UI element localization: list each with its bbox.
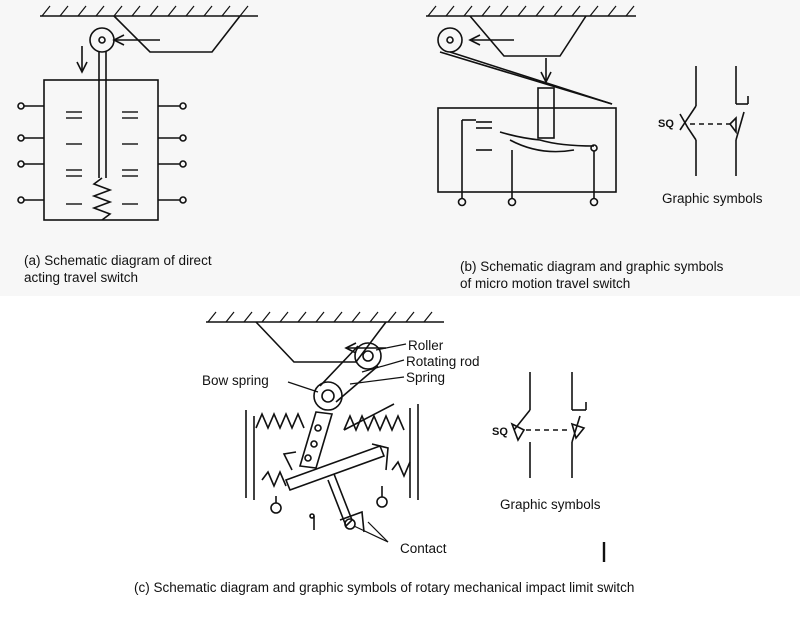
down-arrowhead [76, 61, 88, 74]
side-spring-left [261, 469, 287, 489]
side-spring-right [391, 460, 411, 479]
panel-b-symbol-caption: Graphic symbols [662, 191, 763, 206]
ceiling-hatch [41, 5, 249, 17]
blade-curve [509, 139, 575, 153]
roller-axle [98, 36, 106, 44]
contact-crossbar [284, 444, 386, 492]
rotating-rod [319, 345, 359, 387]
return-spring [91, 177, 113, 221]
roller [437, 27, 463, 53]
panel-a-caption-line2: acting travel switch [24, 270, 139, 285]
contact-pointer [353, 525, 389, 543]
cam [255, 321, 387, 363]
bow-spring-right [343, 413, 405, 433]
panel-b-mechanism [426, 5, 636, 207]
terminals-right [158, 102, 187, 204]
roller [89, 27, 115, 53]
roller-pointer [375, 343, 407, 351]
bow-spring-pointer [287, 381, 319, 393]
fixed-contact-left [270, 502, 282, 514]
moving-spring-blade [499, 131, 595, 147]
terminal [507, 197, 517, 207]
central-link [298, 411, 334, 469]
cam-arrowhead [468, 34, 481, 46]
terminal [589, 197, 599, 207]
switch-housing [43, 79, 159, 221]
bow-spring-roller [313, 381, 343, 411]
nc-blade [679, 105, 697, 131]
panel-c-symbol-code: SQ [492, 426, 508, 438]
contact-leg [327, 473, 353, 528]
panel-c-symbol-caption: Graphic symbols [500, 497, 601, 512]
cam [113, 15, 241, 53]
spring-pointer [349, 376, 405, 385]
panel-a-mechanism [17, 5, 258, 221]
roller-label: Roller [408, 338, 444, 353]
panel-c-mechanism [206, 311, 444, 543]
roller [354, 342, 382, 370]
panel-c-graphic-symbol [510, 372, 587, 478]
plunger [537, 87, 555, 139]
panel-b-graphic-symbol [679, 66, 749, 176]
rotating-rod-label: Rotating rod [406, 354, 480, 369]
spring-label: Spring [406, 370, 446, 385]
contact-label: Contact [400, 541, 447, 556]
ceiling-hatch [207, 311, 433, 323]
down-arrowhead [540, 71, 552, 84]
panel-b-symbol-code: SQ [658, 118, 674, 130]
cam [469, 15, 587, 57]
panel-a-caption-line1: (a) Schematic diagram of direct [24, 253, 212, 268]
panel-c-caption: (c) Schematic diagram and graphic symbol… [134, 580, 635, 595]
rotating-rod-pointer [361, 359, 405, 373]
contact-pairs [66, 111, 138, 205]
panel-b-caption-line1: (b) Schematic diagram and graphic symbol… [460, 259, 724, 274]
ceiling-hatch [427, 5, 635, 17]
no-blade [735, 111, 745, 141]
terminals-left [17, 102, 44, 204]
terminal [457, 197, 467, 207]
actuating-lever-edge [449, 51, 613, 105]
top-panel-background [0, 0, 800, 296]
bow-spring-label: Bow spring [202, 373, 269, 388]
switch-housing [437, 107, 617, 193]
bow-spring-left [255, 411, 305, 431]
no-blade [571, 415, 581, 443]
panel-b-caption-line2: of micro motion travel switch [460, 276, 631, 291]
roller-axle [446, 36, 454, 44]
fixed-contact-right [376, 496, 388, 508]
